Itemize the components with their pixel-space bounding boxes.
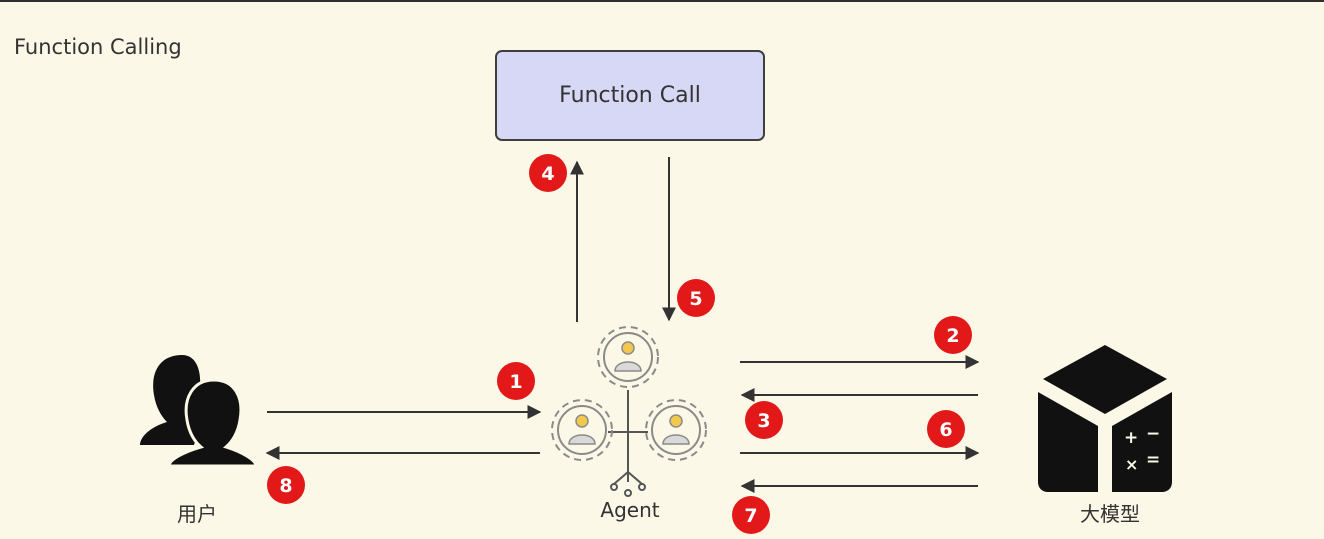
function-call-label: Function Call — [559, 83, 701, 108]
step-badge-4: 4 — [529, 154, 567, 192]
svg-text:+: + — [1124, 428, 1138, 448]
svg-text:=: = — [1146, 450, 1160, 470]
function-call-box: Function Call — [495, 50, 765, 141]
step-badge-6-number: 6 — [939, 419, 952, 441]
step-badge-5-number: 5 — [689, 288, 702, 310]
step-badge-2: 2 — [934, 316, 972, 354]
agent-network-icon — [551, 326, 707, 497]
step-badge-2-number: 2 — [946, 325, 959, 347]
diagram-title: Function Calling — [14, 35, 182, 59]
step-badge-1-number: 1 — [509, 371, 522, 393]
svg-text:×: × — [1125, 455, 1138, 474]
step-badge-8: 8 — [267, 466, 305, 504]
step-badge-4-number: 4 — [541, 163, 554, 185]
step-badge-5: 5 — [677, 279, 715, 317]
step-badge-7: 7 — [732, 496, 770, 534]
agent-label: Agent — [600, 498, 660, 522]
step-badge-8-number: 8 — [279, 475, 292, 497]
user-label: 用户 — [177, 502, 217, 526]
step-badge-3: 3 — [745, 401, 783, 439]
svg-text:−: − — [1146, 424, 1160, 444]
step-badge-7-number: 7 — [744, 505, 757, 527]
cube-calculator-icon: + − × = — [1038, 345, 1172, 492]
step-badge-1: 1 — [497, 362, 535, 400]
step-badge-6: 6 — [927, 410, 965, 448]
step-badge-3-number: 3 — [757, 410, 770, 432]
users-icon — [140, 355, 258, 468]
model-label: 大模型 — [1080, 502, 1140, 526]
